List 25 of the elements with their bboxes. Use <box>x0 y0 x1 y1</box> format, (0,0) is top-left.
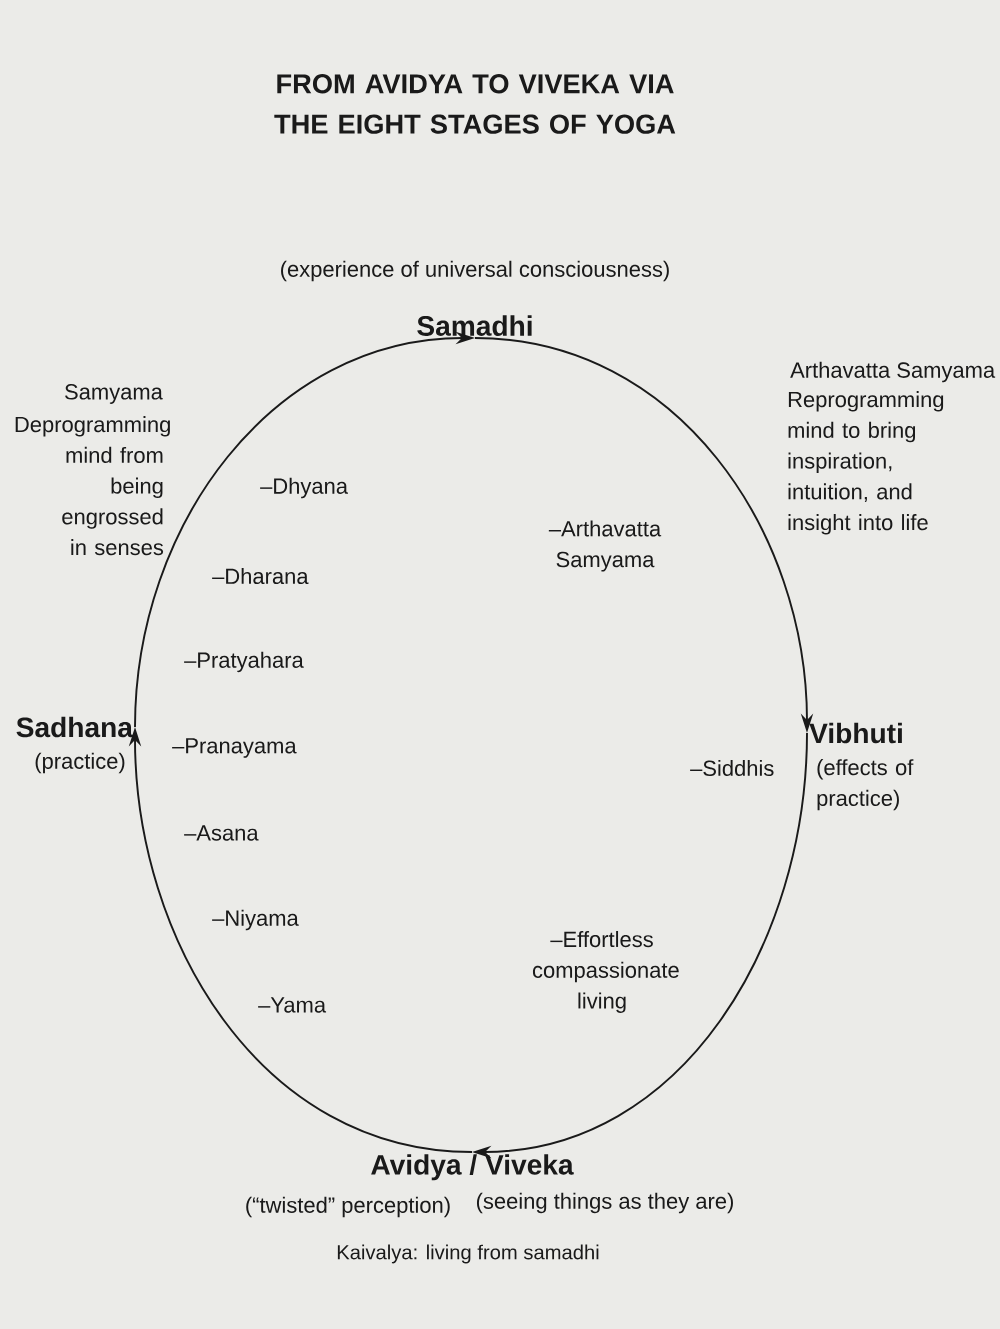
stage-item: –Asana <box>184 825 259 841</box>
annotation: (experience of universal consciousness) <box>281 260 669 282</box>
stage-name: Samadhi <box>417 315 532 336</box>
stage-item: –Pranayama <box>172 738 297 758</box>
stage-item: –Pratyahara <box>184 651 304 673</box>
stage-item: –Effortless compassionate living <box>532 931 679 1013</box>
annotation: (effects of practice) <box>817 759 914 811</box>
stage-item: –Arthavatta Samyama <box>548 520 662 572</box>
heading: Samyama <box>65 384 163 404</box>
stage-item: –Niyama <box>212 909 299 931</box>
heading: Arthavatta Samyama <box>790 361 996 383</box>
note: Reprogramming mind to bring inspiration, intuition, and insight into life <box>788 391 944 535</box>
annotation: (practice) <box>35 752 125 774</box>
stage-item: –Yama <box>258 997 327 1013</box>
stage-name: Vibhuti <box>809 722 902 744</box>
stage-name: Sadhana <box>16 716 134 738</box>
note: Deprogramming mind from being engrossed in senses <box>15 416 170 556</box>
stage-item: –Dharana <box>212 567 309 585</box>
title: FROM AVIDYA TO VIVEKA VIA THE EIGHT STAGES OF YOGA <box>274 74 676 134</box>
note: Kaivalya: living from samadhi <box>337 1244 599 1264</box>
stage-name: Avidya / Viveka <box>371 1154 574 1181</box>
stage-item: –Siddhis <box>690 759 774 777</box>
annotation: (“twisted” perception) <box>246 1196 450 1218</box>
stage-item: –Dhyana <box>260 477 348 499</box>
annotation: (seeing things as they are) <box>476 1192 733 1214</box>
